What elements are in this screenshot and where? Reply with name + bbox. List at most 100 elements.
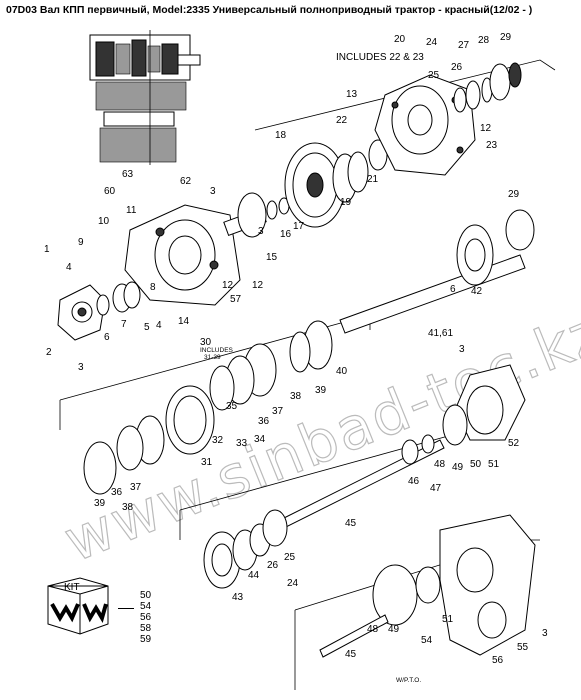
svg-text:3: 3 [78, 362, 84, 373]
main-shaft-41 [289, 209, 535, 373]
callout-labels: 1 2 3 4 5 6 7 8 9 10 11 12 13 14 15 16 1… [44, 32, 548, 684]
svg-text:29: 29 [508, 189, 520, 200]
svg-text:26: 26 [267, 560, 279, 571]
gearbox-cutaway-inset [89, 30, 201, 165]
svg-text:46: 46 [408, 476, 420, 487]
svg-text:5: 5 [144, 322, 150, 333]
svg-text:1: 1 [44, 244, 50, 255]
svg-text:35: 35 [226, 401, 238, 412]
svg-text:42: 42 [471, 286, 483, 297]
svg-text:19: 19 [340, 197, 352, 208]
svg-text:51: 51 [442, 614, 454, 625]
svg-text:30: 30 [200, 337, 212, 348]
svg-text:23: 23 [486, 140, 498, 151]
note-includes-20: INCLUDES 22 & 23 [336, 52, 424, 63]
synchro-assembly-30 [83, 343, 277, 495]
svg-text:8: 8 [150, 282, 156, 293]
svg-text:34: 34 [254, 434, 266, 445]
svg-text:13: 13 [346, 89, 358, 100]
svg-text:33: 33 [236, 438, 248, 449]
svg-text:6: 6 [450, 284, 456, 295]
note-wpto: W/P.T.O. [396, 677, 421, 684]
svg-text:45: 45 [345, 649, 357, 660]
svg-text:54: 54 [421, 635, 433, 646]
svg-text:3: 3 [258, 226, 264, 237]
kit-item-list: 50 54 56 58 59 [140, 590, 151, 645]
kit-item: 59 [140, 634, 152, 645]
svg-text:37: 37 [272, 406, 284, 417]
svg-text:12: 12 [222, 280, 234, 291]
shaft-15 [223, 192, 290, 238]
kit-item: 50 [140, 590, 152, 601]
svg-text:38: 38 [290, 391, 302, 402]
svg-text:22: 22 [336, 115, 348, 126]
svg-text:49: 49 [452, 462, 464, 473]
svg-text:4: 4 [66, 262, 72, 273]
svg-text:7: 7 [121, 319, 127, 330]
pump-assembly-1 [57, 281, 141, 341]
svg-text:56: 56 [492, 655, 504, 666]
svg-text:12: 12 [480, 123, 492, 134]
svg-text:48: 48 [367, 624, 379, 635]
kit-box: KIT [40, 574, 112, 664]
svg-text:43: 43 [232, 592, 244, 603]
svg-text:3: 3 [210, 186, 216, 197]
kit-label: KIT [64, 582, 80, 593]
svg-text:50: 50 [470, 459, 482, 470]
pto-housing-52 [442, 364, 526, 446]
svg-text:12: 12 [252, 280, 264, 291]
svg-text:51: 51 [488, 459, 500, 470]
clutch-pack-18 [284, 139, 388, 228]
svg-text:24: 24 [426, 37, 438, 48]
kit-item: 58 [140, 623, 152, 634]
svg-text:20: 20 [394, 34, 406, 45]
svg-text:45: 45 [345, 518, 357, 529]
svg-text:31: 31 [201, 457, 213, 468]
svg-text:41,61: 41,61 [428, 328, 453, 339]
svg-text:24: 24 [287, 578, 299, 589]
svg-text:10: 10 [98, 216, 110, 227]
svg-text:36: 36 [111, 487, 123, 498]
svg-text:28: 28 [478, 35, 490, 46]
kit-item: 56 [140, 612, 152, 623]
svg-text:11: 11 [126, 205, 137, 216]
pto-housing-55 [319, 514, 536, 658]
svg-text:49: 49 [388, 624, 400, 635]
svg-text:48: 48 [434, 459, 446, 470]
svg-text:37: 37 [130, 482, 142, 493]
svg-text:3: 3 [459, 344, 465, 355]
svg-text:39: 39 [315, 385, 327, 396]
bearing-stack-25-29 [453, 62, 522, 113]
svg-text:4: 4 [156, 320, 162, 331]
svg-text:27: 27 [458, 40, 470, 51]
svg-text:57: 57 [230, 294, 242, 305]
svg-text:36: 36 [258, 416, 270, 427]
note-includes-30-range: 31-39 [204, 354, 221, 361]
cover-20 [374, 74, 476, 176]
svg-text:9: 9 [78, 237, 84, 248]
lower-gears [203, 509, 288, 589]
svg-text:52: 52 [508, 438, 520, 449]
kit-item: 54 [140, 601, 152, 612]
svg-text:63: 63 [122, 169, 134, 180]
svg-text:62: 62 [180, 176, 192, 187]
diagram-title: 07D03 Вал КПП первичный, Model:2335 Унив… [6, 4, 533, 16]
svg-text:3: 3 [542, 628, 548, 639]
svg-text:18: 18 [275, 130, 287, 141]
svg-text:29: 29 [500, 32, 512, 43]
svg-text:15: 15 [266, 252, 278, 263]
svg-text:47: 47 [430, 483, 442, 494]
svg-text:40: 40 [336, 366, 348, 377]
svg-text:32: 32 [212, 435, 224, 446]
svg-text:25: 25 [428, 70, 440, 81]
svg-text:44: 44 [248, 570, 260, 581]
svg-text:6: 6 [104, 332, 110, 343]
svg-text:17: 17 [293, 221, 305, 232]
svg-text:16: 16 [280, 229, 292, 240]
svg-text:55: 55 [517, 642, 529, 653]
svg-text:38: 38 [122, 502, 134, 513]
svg-text:26: 26 [451, 62, 463, 73]
kit-leader-line [118, 608, 134, 609]
svg-text:25: 25 [284, 552, 296, 563]
